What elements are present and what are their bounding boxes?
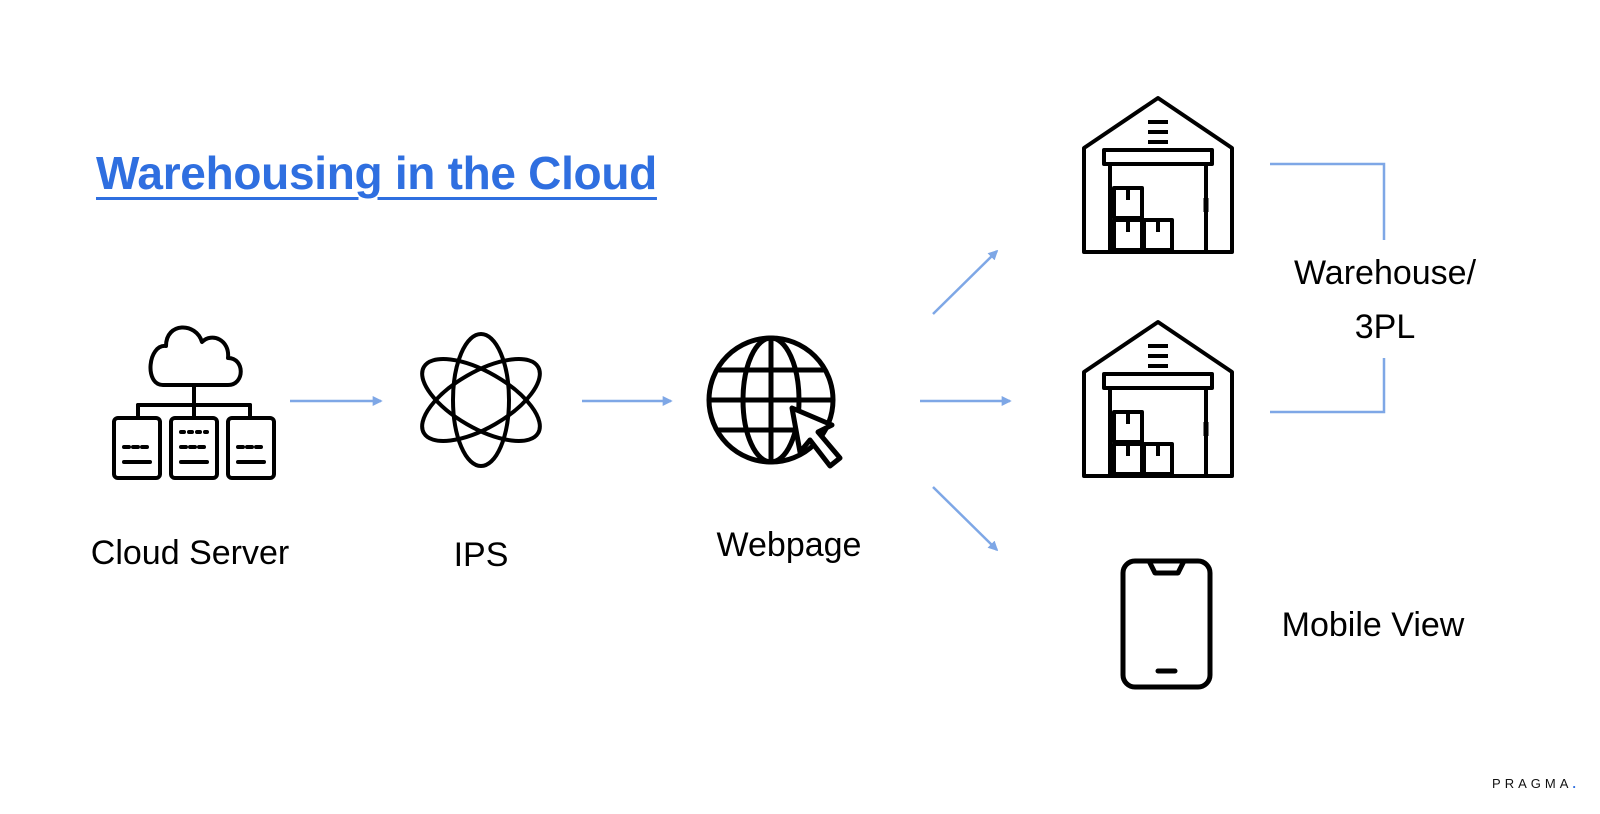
- cloud-server-icon: [112, 325, 276, 480]
- brand-logo: PRAGMA.: [1492, 776, 1576, 791]
- label-webpage: Webpage: [716, 526, 862, 564]
- label-warehouse-3pl: Warehouse/ 3PL: [1294, 246, 1476, 354]
- label-warehouse-line2: 3PL: [1354, 308, 1416, 346]
- atom-icon: [420, 332, 542, 468]
- arrow-webpage-to-warehouse-top: [932, 249, 999, 315]
- bracket-bottom: [1270, 358, 1386, 414]
- warehouse-icon: [1082, 96, 1234, 254]
- warehouse-icon: [1082, 320, 1234, 478]
- label-ips: IPS: [453, 536, 509, 574]
- globe-cursor-icon: [706, 335, 843, 469]
- label-warehouse-line1: Warehouse/: [1293, 254, 1477, 292]
- bracket-top: [1270, 162, 1386, 240]
- arrow-webpage-to-mobile: [932, 486, 999, 552]
- brand-name: PRAGMA: [1492, 776, 1573, 791]
- connectors: [290, 162, 1386, 552]
- label-mobile-view: Mobile View: [1281, 606, 1465, 644]
- brand-dot: .: [1572, 776, 1576, 791]
- diagram-title: Warehousing in the Cloud: [96, 147, 657, 199]
- mobile-phone-icon: [1120, 558, 1213, 690]
- label-cloud-server: Cloud Server: [90, 534, 290, 572]
